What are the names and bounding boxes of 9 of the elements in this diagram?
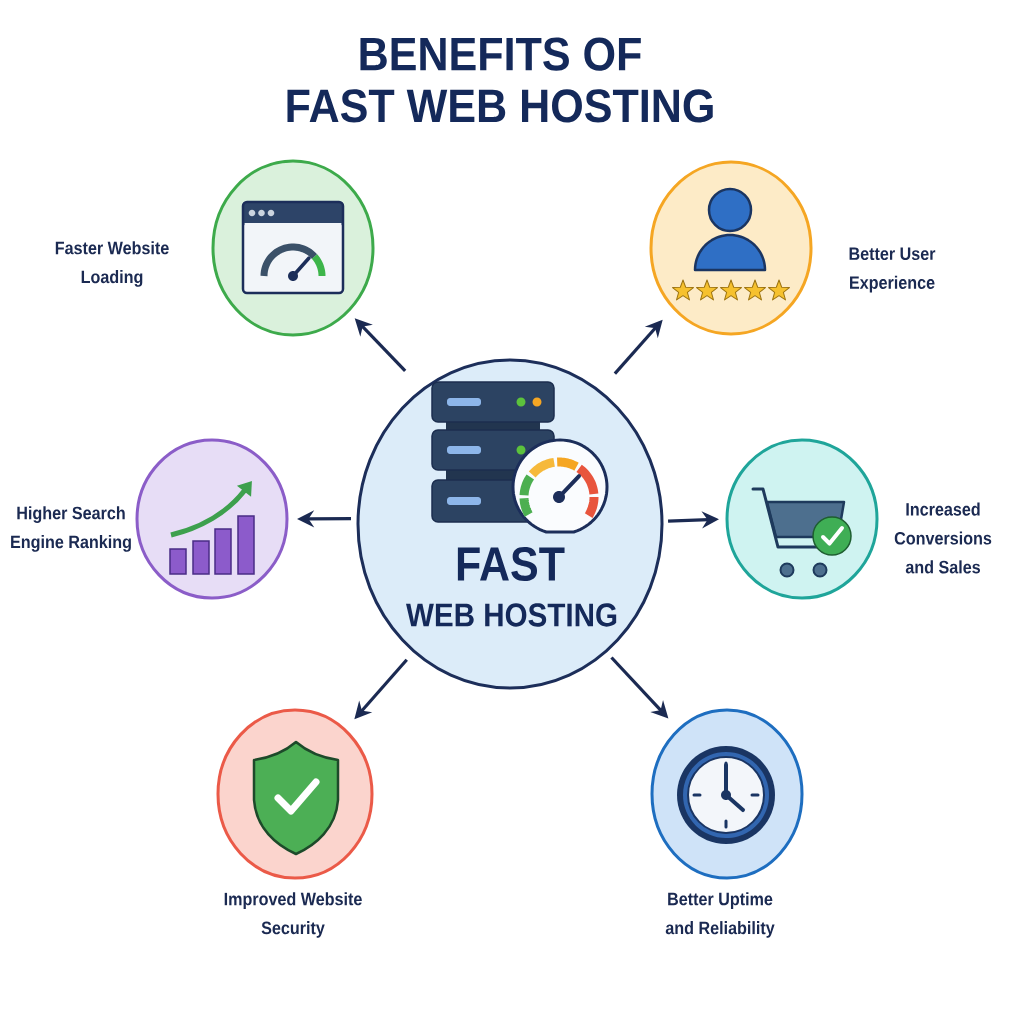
benefit-label: Higher Search Engine Ranking: [11, 506, 131, 552]
hub-subheading: WEB HOSTING: [406, 603, 617, 627]
benefit-label: Increased Conversions and Sales: [894, 502, 992, 574]
title: BENEFITS OF FAST WEB HOSTING: [287, 37, 713, 123]
benefit-label: Better User Experience: [849, 247, 936, 293]
benefit-label: Faster Website Loading: [55, 241, 169, 287]
benefit-label: Better Uptime and Reliability: [665, 892, 775, 938]
hub-heading: FAST: [457, 547, 565, 581]
benefit-label: Improved Website Security: [224, 892, 362, 938]
